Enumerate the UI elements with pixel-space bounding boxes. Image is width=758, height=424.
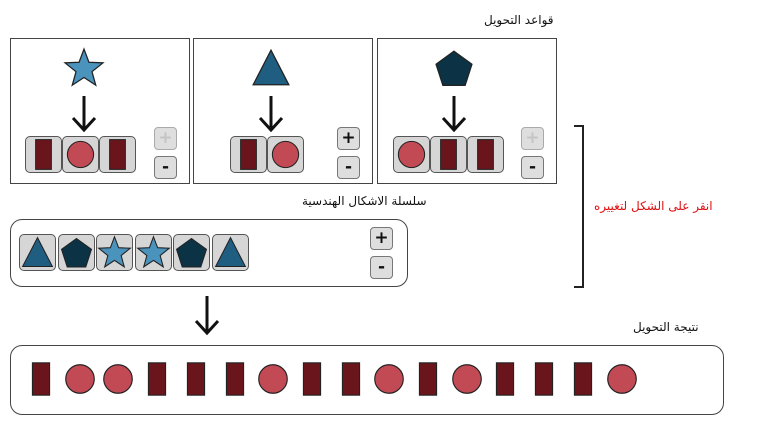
chain-shape-tile[interactable] [134, 234, 172, 271]
arrow-down-icon [71, 96, 97, 133]
arrow-down-icon [258, 96, 284, 133]
bracket-icon [574, 125, 584, 288]
circle-shape-icon [271, 140, 300, 169]
chain-shape-tile[interactable] [173, 234, 210, 271]
result-circle-shape [64, 364, 95, 394]
minus-button[interactable]: - [154, 156, 177, 179]
result-rect-shape [573, 362, 592, 396]
chain-shape-tile[interactable] [96, 234, 133, 271]
rule-output-tile[interactable] [62, 136, 99, 173]
minus-button[interactable]: - [337, 156, 360, 179]
result-circle-shape [374, 364, 405, 394]
result-panel [10, 345, 724, 415]
rule-output-tile[interactable] [230, 136, 267, 173]
chain-shape-tile[interactable] [19, 234, 56, 271]
minus-button[interactable]: - [521, 156, 544, 179]
result-rect-shape [302, 362, 322, 396]
star-shape-icon [97, 235, 132, 269]
plus-button[interactable]: + [154, 127, 177, 150]
pentagon-shape-icon [175, 237, 208, 268]
shape-chain-panel: +- [10, 219, 408, 287]
hint-text: انقر على الشكل لتغييره [594, 199, 713, 213]
arrow-down-icon [441, 96, 467, 133]
rule-output-tile[interactable] [430, 136, 467, 173]
rect-shape-icon [477, 139, 494, 170]
rect-shape-icon [440, 139, 457, 170]
result-rect-shape [341, 362, 360, 396]
chain-title: سلسلة الاشكال الهندسية [302, 194, 427, 208]
result-rect-shape [534, 362, 554, 396]
rect-shape-icon [35, 139, 52, 170]
triangle-shape-icon [214, 236, 246, 268]
plus-button[interactable]: + [521, 127, 544, 150]
circle-shape-icon [397, 140, 426, 169]
result-rect-shape [225, 362, 244, 396]
rule-panel-star: +- [10, 38, 190, 184]
chain-shape-tile[interactable] [211, 234, 249, 271]
result-circle-shape [451, 364, 482, 394]
pentagon-source-icon[interactable] [433, 47, 475, 89]
chain-plus-button[interactable]: + [370, 227, 393, 250]
rule-panel-pentagon: +- [377, 38, 557, 184]
rule-output-tile[interactable] [25, 136, 62, 173]
result-circle-shape [103, 364, 134, 394]
rule-output-tile[interactable] [99, 136, 136, 173]
result-rect-shape [418, 362, 438, 396]
pentagon-shape-icon [60, 237, 92, 268]
rule-output-tile[interactable] [267, 136, 304, 173]
result-title: نتيجة التحويل [633, 320, 699, 334]
triangle-shape-icon [21, 236, 54, 268]
triangle-source-icon[interactable] [250, 47, 292, 89]
rule-output-tile[interactable] [467, 136, 504, 173]
result-rect-shape [186, 362, 205, 396]
rect-shape-icon [109, 139, 126, 170]
result-circle-shape [606, 364, 637, 394]
arrow-down-icon [194, 296, 220, 336]
rect-shape-icon [240, 139, 257, 170]
result-circle-shape [258, 364, 289, 394]
rule-output-tile[interactable] [393, 136, 430, 173]
rules-title: قواعد التحويل [484, 13, 554, 27]
chain-minus-button[interactable]: - [370, 256, 393, 279]
star-source-icon[interactable] [63, 47, 105, 89]
result-rect-shape [147, 362, 167, 396]
plus-button[interactable]: + [337, 127, 360, 150]
chain-shape-tile[interactable] [57, 234, 95, 271]
result-rect-shape [31, 362, 51, 396]
star-shape-icon [135, 235, 171, 269]
result-rect-shape [496, 362, 515, 396]
circle-shape-icon [66, 140, 95, 169]
rule-panel-triangle: +- [193, 38, 373, 184]
